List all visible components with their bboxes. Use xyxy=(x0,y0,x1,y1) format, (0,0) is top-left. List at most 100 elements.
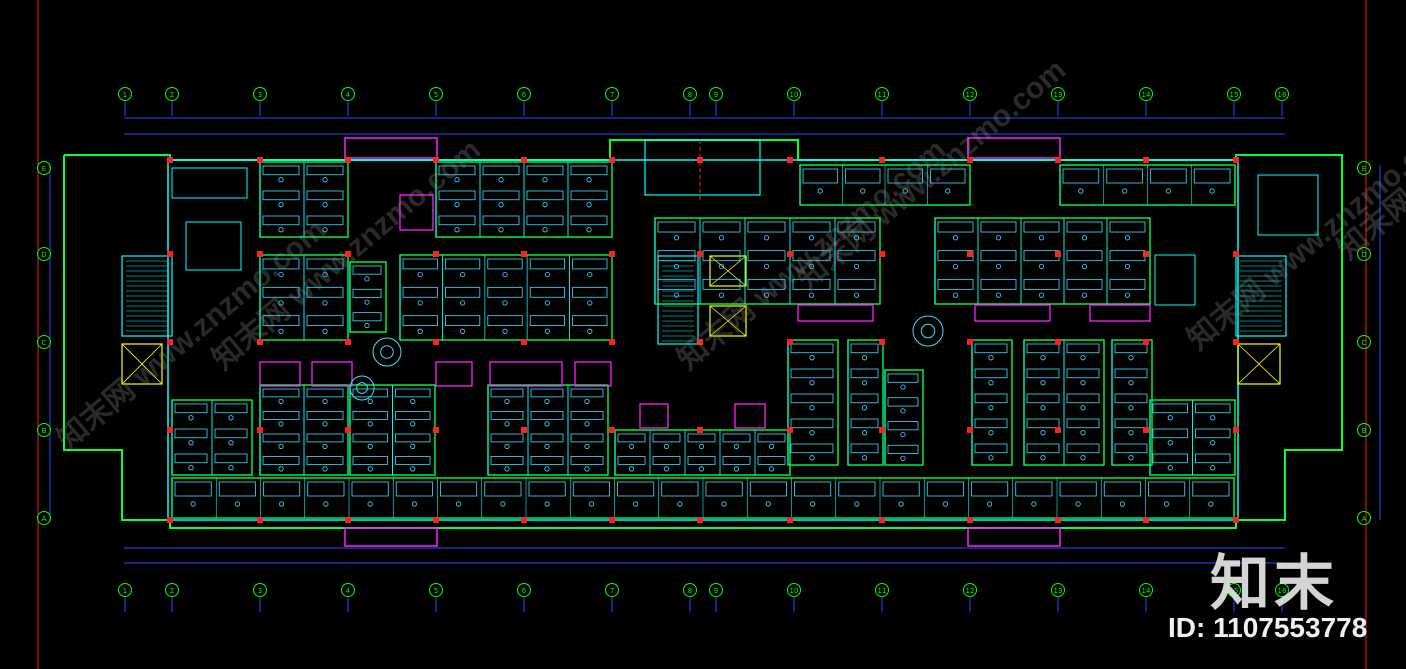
structural-column xyxy=(433,251,439,257)
axis-bubble-left-A xyxy=(37,511,51,525)
structural-column xyxy=(967,251,973,257)
round-table-1 xyxy=(372,337,402,367)
axis-label-top-1: 1 xyxy=(123,91,127,99)
structural-column xyxy=(879,251,885,257)
meeting-room-9 xyxy=(797,304,874,322)
axis-label-left-D: D xyxy=(41,251,46,259)
axis-bubble-top-13 xyxy=(1051,87,1065,101)
structural-column xyxy=(521,157,527,163)
reception-room xyxy=(644,139,761,196)
structural-column xyxy=(433,157,439,163)
axis-label-top-4: 4 xyxy=(346,91,351,99)
meeting-room-3 xyxy=(311,361,353,387)
meeting-room-10 xyxy=(974,304,1051,322)
lounge-area-1 xyxy=(171,167,248,199)
structural-column xyxy=(1055,427,1061,433)
structural-column xyxy=(345,251,351,257)
structural-column xyxy=(1143,339,1149,345)
axis-label-bottom-15: 15 xyxy=(1230,587,1239,595)
structural-column xyxy=(787,427,793,433)
axis-label-right-A: A xyxy=(1362,515,1367,523)
structural-column xyxy=(521,339,527,345)
structural-column xyxy=(609,427,615,433)
axis-label-bottom-12: 12 xyxy=(966,587,975,595)
axis-bubble-top-3 xyxy=(253,87,267,101)
axis-label-top-11: 11 xyxy=(878,91,887,99)
structural-column xyxy=(1233,517,1239,523)
axis-bubble-bottom-12 xyxy=(963,583,977,597)
structural-column xyxy=(1233,339,1239,345)
axis-label-bottom-2: 2 xyxy=(170,587,174,595)
axis-label-top-9: 9 xyxy=(714,91,718,99)
axis-bubble-right-E xyxy=(1357,161,1371,175)
structural-column xyxy=(967,157,973,163)
axis-bubble-top-12 xyxy=(963,87,977,101)
axis-bubble-top-16 xyxy=(1275,87,1289,101)
structural-column xyxy=(167,157,173,163)
axis-label-left-C: C xyxy=(42,339,47,347)
axis-label-bottom-16: 16 xyxy=(1278,587,1287,595)
structural-column xyxy=(1055,251,1061,257)
axis-bubble-bottom-10 xyxy=(787,583,801,597)
axis-bubble-top-8 xyxy=(683,87,697,101)
structural-column xyxy=(521,251,527,257)
structural-column xyxy=(879,517,885,523)
axis-bubble-bottom-5 xyxy=(429,583,443,597)
structural-column xyxy=(609,339,615,345)
structural-column xyxy=(879,427,885,433)
watermark-logo: 知末 xyxy=(1210,549,1338,619)
axis-label-bottom-8: 8 xyxy=(688,587,692,595)
structural-column xyxy=(345,157,351,163)
structural-column xyxy=(697,517,703,523)
axis-bubble-top-10 xyxy=(787,87,801,101)
axis-label-bottom-14: 14 xyxy=(1142,587,1151,595)
structural-column xyxy=(787,157,793,163)
structural-column xyxy=(257,251,263,257)
axis-label-bottom-7: 7 xyxy=(610,587,614,595)
axis-label-top-15: 15 xyxy=(1230,91,1239,99)
structural-column xyxy=(1055,517,1061,523)
axis-bubble-bottom-11 xyxy=(875,583,889,597)
structural-column xyxy=(697,157,703,163)
meeting-room-7 xyxy=(639,403,669,429)
axis-label-bottom-5: 5 xyxy=(434,587,438,595)
stair-core-3 xyxy=(657,255,699,345)
axis-bubble-bottom-14 xyxy=(1139,583,1153,597)
structural-column xyxy=(787,517,793,523)
meeting-room-6 xyxy=(574,361,612,387)
axis-bubble-left-E xyxy=(37,161,51,175)
axis-bubble-bottom-16 xyxy=(1275,583,1289,597)
structural-column xyxy=(1055,339,1061,345)
lounge-area-4 xyxy=(1154,254,1196,306)
structural-column xyxy=(609,517,615,523)
axis-label-right-C: C xyxy=(1362,339,1367,347)
structural-column xyxy=(345,427,351,433)
structural-column xyxy=(1233,427,1239,433)
structural-column xyxy=(167,517,173,523)
axis-bubble-bottom-8 xyxy=(683,583,697,597)
structural-column xyxy=(967,339,973,345)
dimension-lines xyxy=(49,117,1381,564)
meeting-room-2 xyxy=(259,361,301,387)
balcony-bottom-left xyxy=(344,527,438,547)
structural-column xyxy=(167,339,173,345)
structural-column xyxy=(257,517,263,523)
structural-column xyxy=(257,157,263,163)
structural-column xyxy=(521,517,527,523)
structural-column xyxy=(521,427,527,433)
lounge-area-2 xyxy=(185,221,242,271)
structural-column xyxy=(1143,517,1149,523)
elevator-4 xyxy=(709,305,747,337)
axis-bubble-bottom-4 xyxy=(341,583,355,597)
structural-column xyxy=(1233,157,1239,163)
structural-column xyxy=(967,427,973,433)
structural-column xyxy=(697,251,703,257)
structural-column xyxy=(879,339,885,345)
building-outline xyxy=(63,139,1343,529)
axis-label-bottom-10: 10 xyxy=(790,587,799,595)
axis-label-left-E: E xyxy=(42,165,46,173)
axis-label-bottom-1: 1 xyxy=(123,587,127,595)
axis-label-right-B: B xyxy=(1362,427,1367,435)
meeting-room-5 xyxy=(489,361,563,387)
